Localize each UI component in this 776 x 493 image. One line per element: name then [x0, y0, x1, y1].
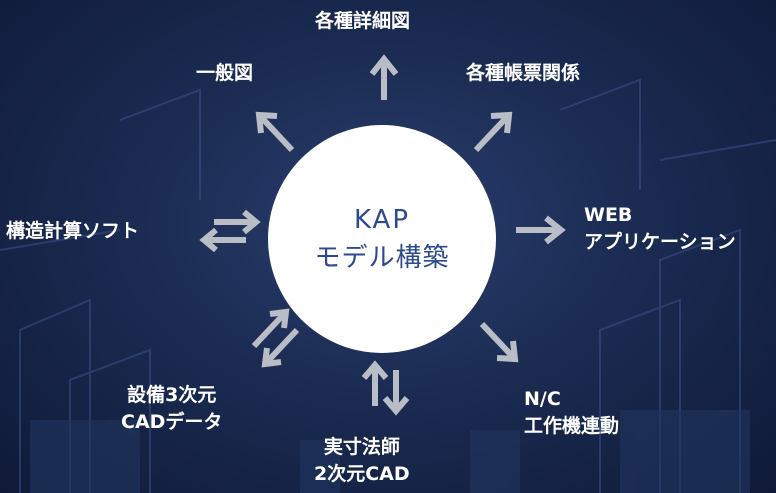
hub-title: KAP [353, 205, 411, 235]
node-equipment-line1: 設備3次元 [127, 384, 217, 406]
node-fullscale-2d-cad: 実寸法師 2次元CAD [314, 434, 410, 488]
node-general-drawings: 一般図 [196, 60, 253, 87]
node-detail-drawings: 各種詳細図 [315, 8, 410, 35]
kap-model-hub: KAP モデル構築 [268, 125, 496, 353]
arrow-bidirectional-fullscale [361, 360, 410, 416]
node-forms-label: 各種帳票関係 [466, 62, 581, 84]
arrow-upleft-general [255, 111, 295, 153]
node-detail-label: 各種詳細図 [315, 10, 411, 32]
node-structural-label: 構造計算ソフト [6, 220, 140, 242]
node-forms: 各種帳票関係 [466, 60, 580, 87]
hub-subtitle: モデル構築 [314, 243, 450, 273]
node-web-line2: アプリケーション [584, 231, 736, 253]
node-general-label: 一般図 [196, 62, 254, 84]
node-equipment-line2: CADデータ [121, 411, 223, 433]
node-nc-machine: N/C 工作機連動 [524, 386, 619, 440]
arrow-up-detail [369, 54, 399, 100]
arrow-right-web [516, 215, 566, 245]
node-web-application: WEB アプリケーション [584, 202, 736, 256]
node-equipment-cad: 設備3次元 CADデータ [121, 382, 222, 436]
arrow-downright-nc [479, 321, 519, 363]
node-fullscale-line1: 実寸法師 [323, 436, 400, 458]
arrow-bidirectional-structural [199, 209, 261, 253]
node-nc-line2: 工作機連動 [524, 415, 620, 437]
node-fullscale-line2: 2次元CAD [314, 463, 410, 485]
node-web-line1: WEB [584, 204, 633, 226]
node-nc-line1: N/C [524, 388, 561, 410]
node-structural-software: 構造計算ソフト [6, 218, 139, 245]
arrow-bidirectional-equipment [251, 308, 300, 368]
arrow-upright-forms [473, 111, 513, 153]
